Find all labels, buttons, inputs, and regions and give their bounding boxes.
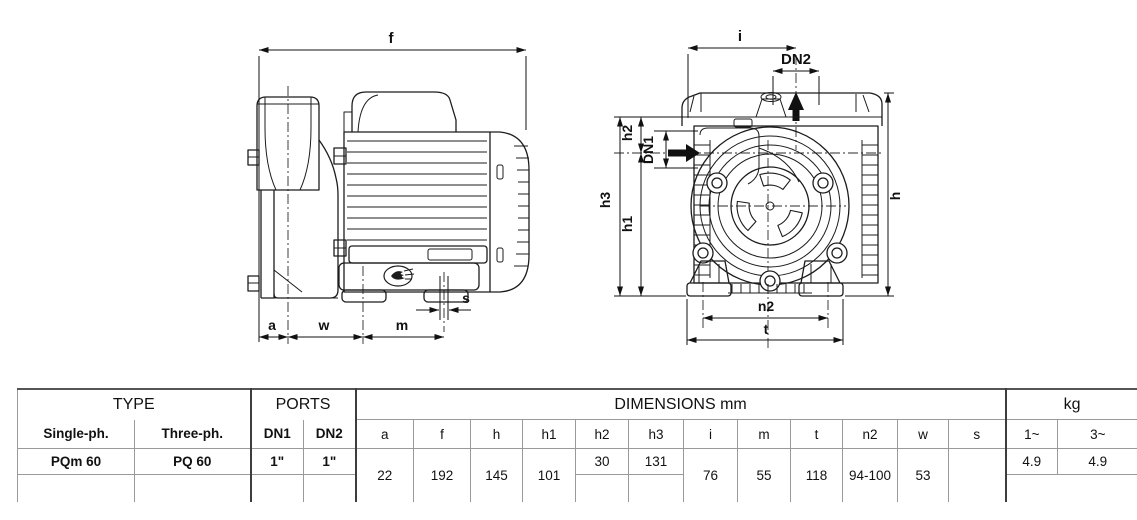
model-single-ph: PQm 60	[17, 448, 135, 475]
col-header-t: t	[790, 419, 843, 449]
value-h2: 30	[575, 448, 629, 475]
col-header-kg1: 1~	[1004, 419, 1058, 449]
empty-cell	[18, 475, 135, 503]
pump-front-art	[681, 92, 883, 297]
col-header-single-ph: Single-ph.	[17, 419, 135, 449]
dim-label-h: h	[887, 192, 903, 201]
value-t: 118	[790, 448, 843, 502]
col-header-w: w	[897, 419, 949, 449]
flow-arrow-dn2	[788, 92, 804, 121]
value-w: 53	[897, 448, 949, 502]
dim-label-a: a	[268, 317, 276, 333]
dim-label-dn1: DN1	[640, 136, 656, 164]
value-h: 145	[470, 448, 523, 502]
col-header-h2: h2	[575, 419, 629, 449]
value-kg1: 4.9	[1004, 448, 1058, 475]
col-header-h1: h1	[522, 419, 576, 449]
model-three-ph: PQ 60	[133, 448, 251, 475]
dim-label-t: t	[764, 321, 769, 337]
col-header-i: i	[683, 419, 738, 449]
centerlines-side	[287, 86, 445, 344]
value-h1: 101	[522, 448, 576, 502]
pedrollo-logo	[383, 265, 415, 287]
value-dn1: 1"	[249, 448, 304, 475]
group-ports: PORTS	[249, 389, 356, 420]
dim-label-n2: n2	[758, 298, 775, 314]
value-m: 55	[737, 448, 791, 502]
empty-cell	[1058, 475, 1137, 503]
dim-label-h1: h1	[619, 216, 635, 233]
pump-side-view: f a w m s	[247, 30, 530, 344]
col-header-kg3: 3~	[1057, 419, 1137, 449]
value-s	[948, 448, 1006, 502]
data-row-continuation	[18, 474, 1137, 503]
col-header-dn1: DN1	[249, 419, 304, 449]
empty-cell	[249, 474, 304, 502]
col-header-f: f	[413, 419, 471, 449]
casing-bolts	[692, 172, 848, 292]
value-a: 22	[354, 448, 414, 502]
fan-slots	[736, 172, 803, 238]
data-row: PQm 60 PQ 60 1" 1" 22 192 145 101 30 131…	[17, 448, 1137, 502]
empty-cell	[1004, 474, 1058, 502]
dim-label-dn2: DN2	[781, 51, 811, 68]
group-type: TYPE	[112, 395, 155, 413]
col-header-h: h	[470, 419, 523, 449]
column-header-row: Single-ph. Three-ph. DN1 DN2 a f h h1 h2…	[17, 419, 1137, 449]
value-dn2: 1"	[303, 448, 356, 475]
dim-label-s: s	[462, 290, 470, 306]
dim-label-h2: h2	[619, 125, 635, 142]
col-header-dn2: DN2	[303, 419, 356, 449]
dimension-dn2	[772, 68, 820, 105]
dimension-dn1	[654, 130, 698, 169]
col-header-s: s	[948, 419, 1006, 449]
spec-table: TYPE PORTS DIMENSIONS mm kg Single-ph. T…	[17, 388, 1137, 502]
dim-label-f: f	[389, 30, 395, 47]
technical-drawing: f a w m s	[247, 28, 903, 350]
empty-cell	[575, 474, 629, 502]
dimension-s	[416, 276, 471, 320]
dimension-h3	[614, 116, 686, 297]
value-kg3: 4.9	[1057, 448, 1137, 475]
empty-cell	[133, 474, 251, 502]
dimension-h	[845, 92, 894, 297]
group-dimensions: DIMENSIONS mm	[354, 389, 1006, 420]
dim-label-w: w	[318, 317, 330, 333]
pump-side-art	[247, 91, 530, 303]
value-n2: 94-100	[842, 448, 898, 502]
value-h3: 131	[628, 448, 684, 475]
value-f: 192	[413, 448, 471, 502]
empty-cell	[628, 474, 684, 502]
col-header-a: a	[354, 419, 414, 449]
col-header-n2: n2	[842, 419, 898, 449]
col-header-h3: h3	[628, 419, 684, 449]
pump-front-view: i DN2	[597, 28, 903, 350]
dim-label-m: m	[396, 317, 408, 333]
dimension-t	[686, 299, 844, 345]
flow-arrow-dn1	[668, 144, 700, 162]
empty-cell	[303, 474, 356, 502]
dim-label-h3: h3	[597, 192, 613, 209]
col-header-three-ph: Three-ph.	[133, 419, 251, 449]
group-header-row: TYPE PORTS DIMENSIONS mm kg	[18, 389, 1137, 420]
col-header-m: m	[737, 419, 791, 449]
group-kg: kg	[1004, 389, 1137, 420]
dimension-i	[687, 45, 796, 118]
value-i: 76	[683, 448, 738, 502]
dim-label-i: i	[738, 28, 742, 45]
